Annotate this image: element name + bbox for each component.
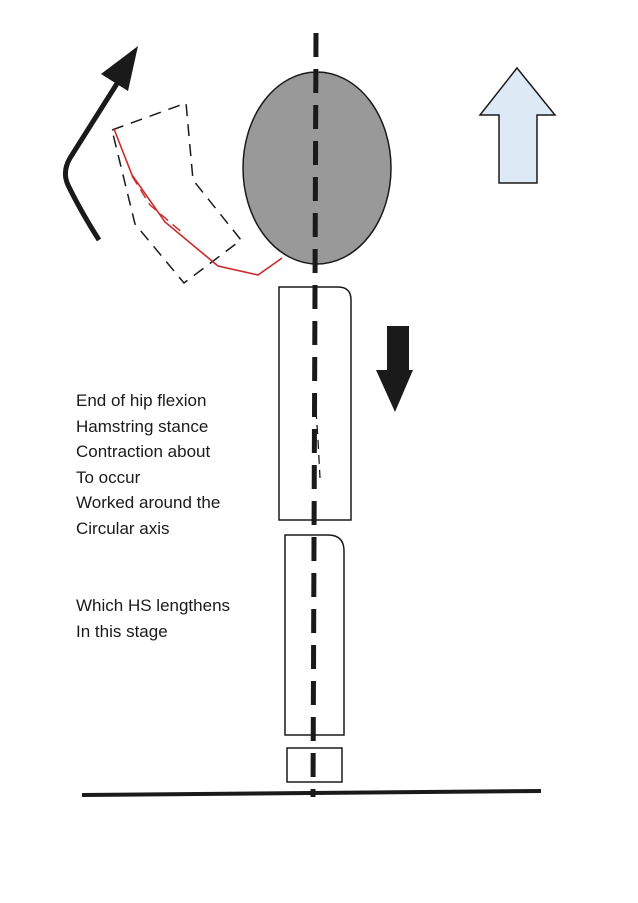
down-arrow-icon (376, 326, 413, 412)
hamstring-dashed-segment (131, 175, 186, 236)
caption-line: Which HS lengthens (76, 596, 231, 615)
caption-line: To occur (76, 467, 141, 487)
hamstring-line (113, 128, 283, 276)
up-arrow-icon (478, 66, 557, 184)
knee-dashed-mark (315, 409, 321, 479)
vertical-axis-dashed-line (310, 32, 319, 798)
caption-hamstring-lengthens: Which HS lengthens In this stage (76, 593, 230, 644)
flexed-leg-dashed-outline (111, 101, 243, 285)
caption-line: Circular axis (76, 518, 170, 538)
curved-arrow-icon (62, 46, 138, 242)
caption-line: Worked around the (76, 493, 221, 513)
caption-line: In this stage (76, 621, 168, 641)
caption-line: End of hip flexion (76, 391, 207, 410)
shank-segment (284, 534, 345, 736)
caption-hip-flexion: End of hip flexion Hamstring stance Cont… (76, 388, 220, 542)
caption-line: Hamstring stance (76, 416, 209, 436)
caption-line: Contraction about (76, 442, 211, 462)
